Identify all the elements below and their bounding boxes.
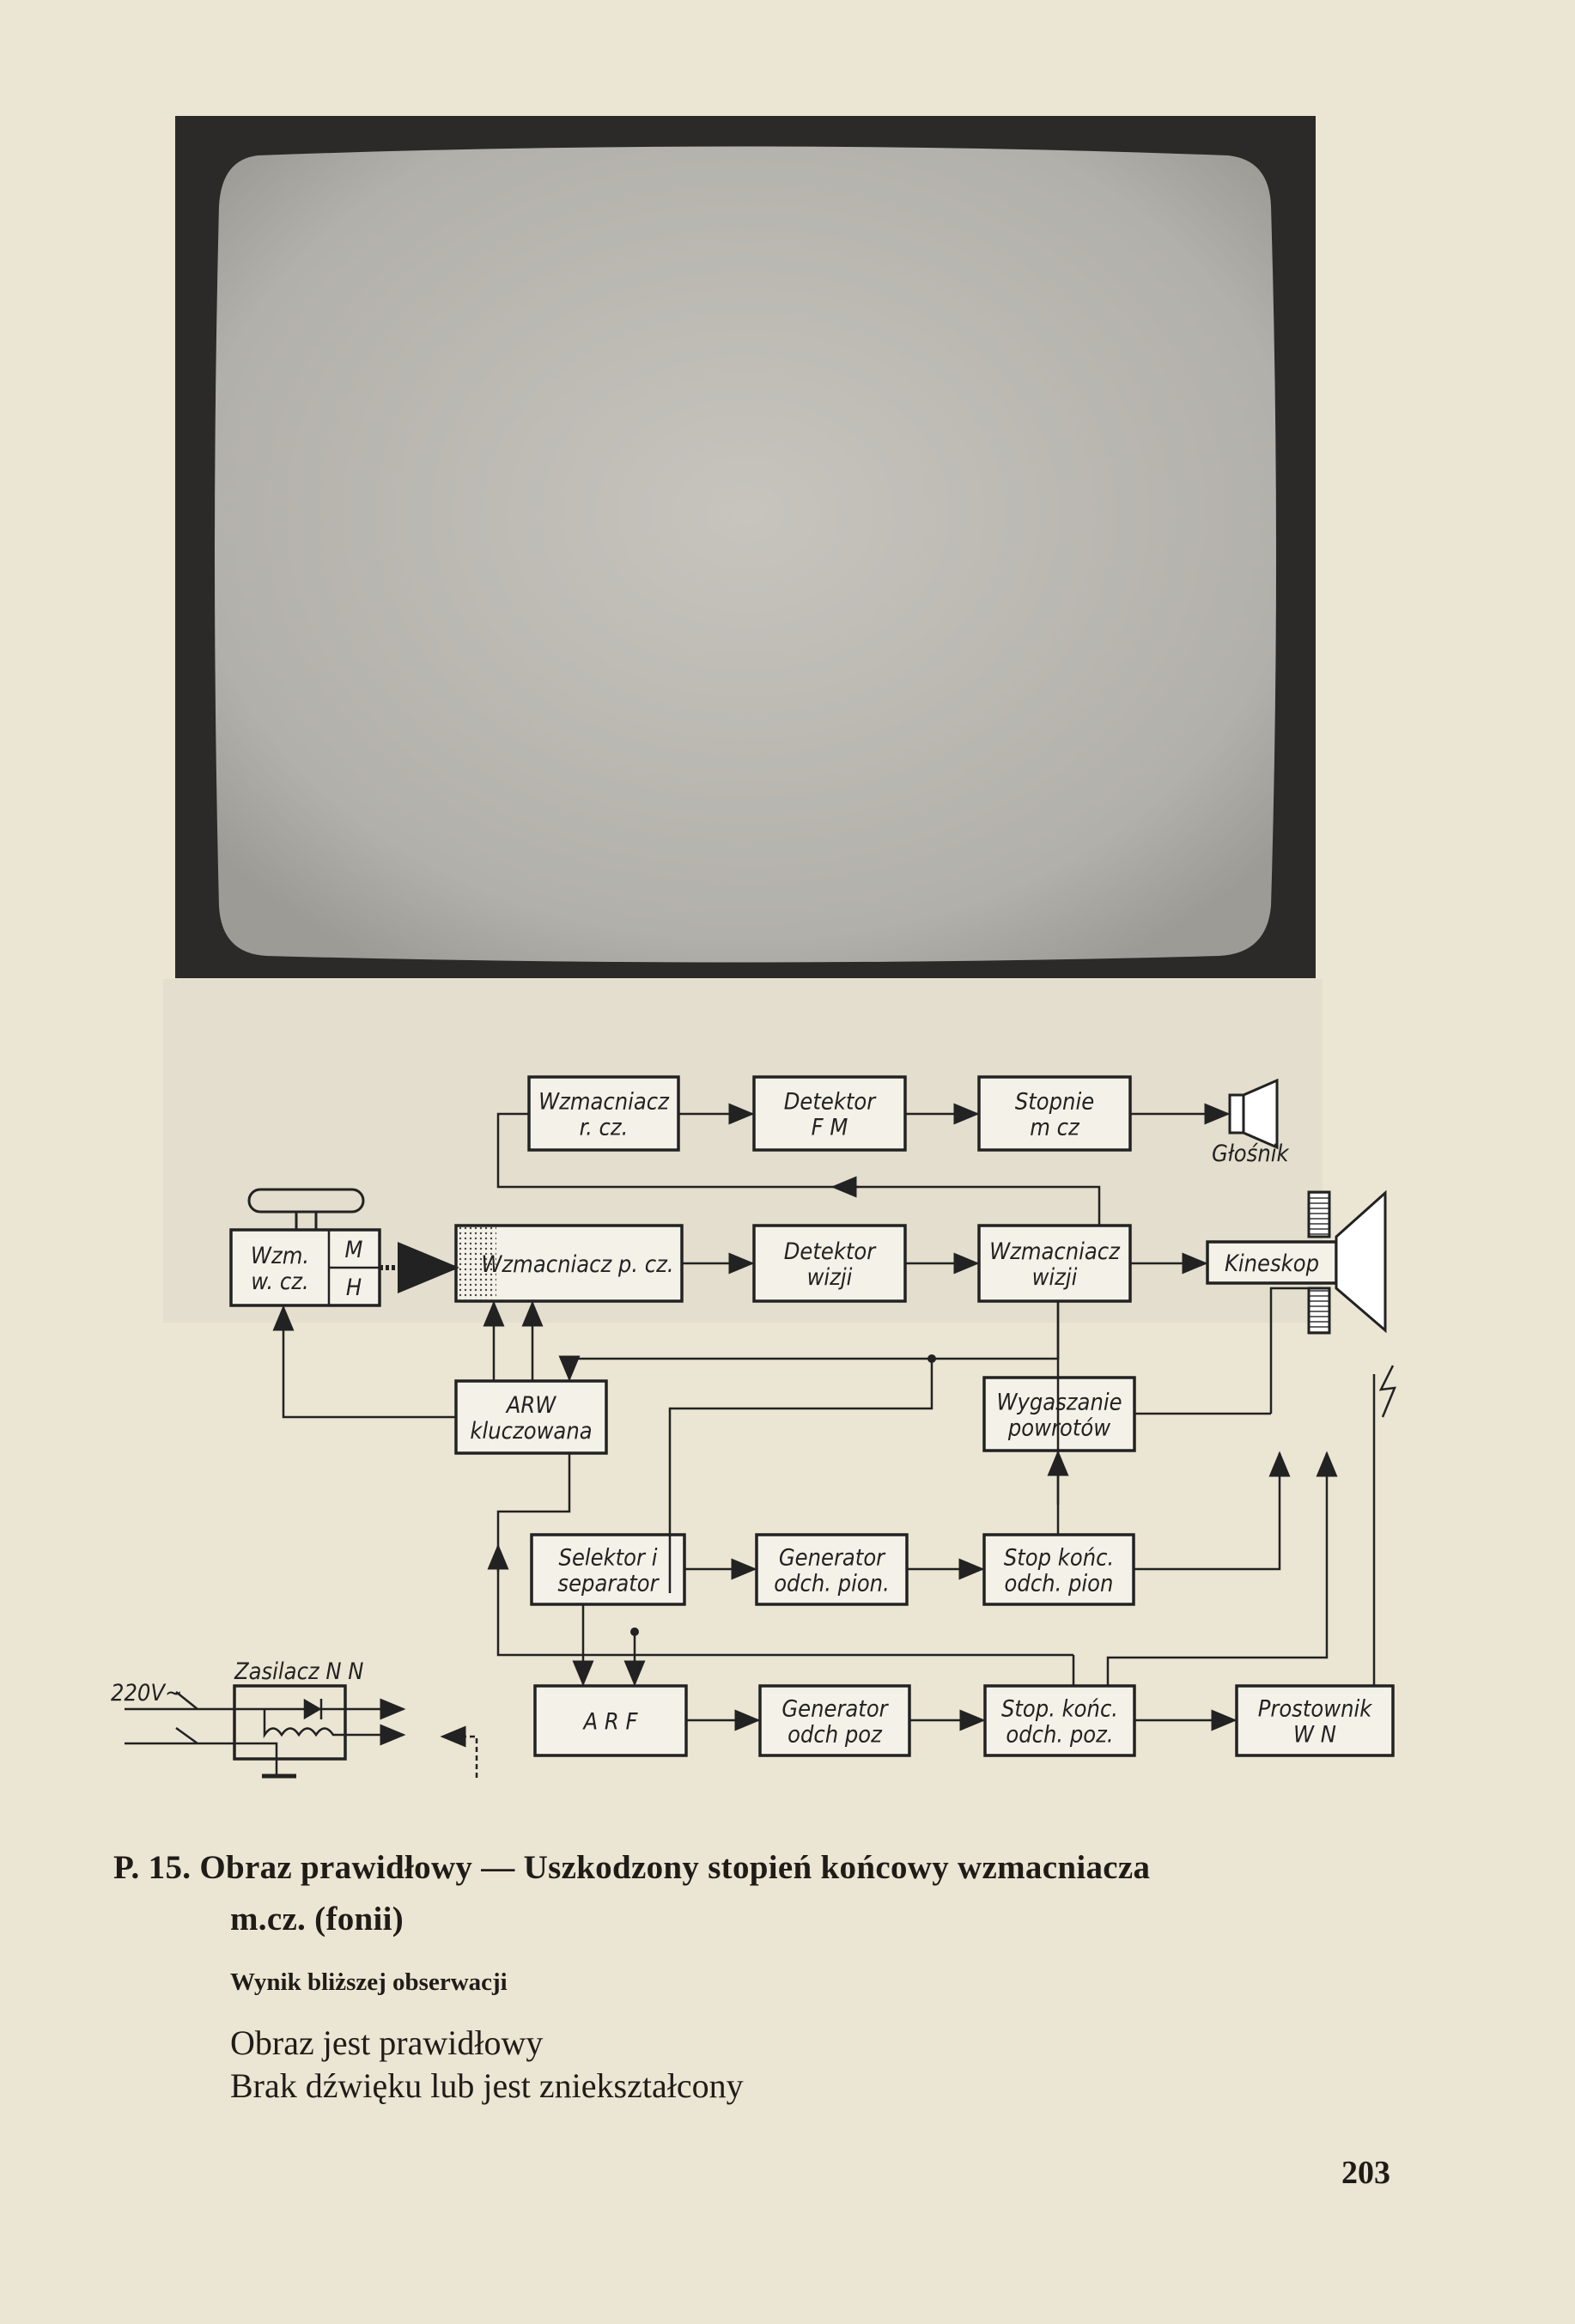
figure-caption-title: P. 15. Obraz prawidłowy — Uszkodzony sto… [113, 1849, 1151, 1886]
power-supply-label: Zasilacz N N [234, 1658, 363, 1685]
junction-dots [630, 1354, 936, 1636]
block-label: Selektor i [559, 1545, 658, 1572]
block-frame [982, 1376, 1136, 1452]
block-frame [454, 1379, 608, 1455]
tuner-band-label: H [346, 1275, 362, 1301]
block-stop-pion: Stop końc.odch. pion [982, 1533, 1135, 1606]
tv-screen-photo [175, 116, 1316, 978]
block-label: Prostownik [1258, 1696, 1373, 1723]
observation-line: Brak dźwięku lub jest zniekształcony [230, 2066, 744, 2105]
block-label: Stopnie [1015, 1089, 1094, 1116]
dotted-shading [458, 1227, 496, 1299]
block-label: w. cz. [251, 1268, 308, 1295]
block-label: Kineskop [1225, 1250, 1319, 1277]
block-label: kluczowana [470, 1418, 592, 1445]
block-label: Wygaszanie [996, 1390, 1122, 1416]
observation-line: Obraz jest prawidłowy [230, 2023, 544, 2062]
tuner-band-label: M [345, 1237, 363, 1263]
block-label: Wzmacniacz [989, 1238, 1121, 1265]
block-arf: A R F [533, 1684, 688, 1757]
kinescope-tube-icon [1307, 1189, 1396, 1418]
block-frame [530, 1533, 686, 1606]
block-label: odch. pion [1005, 1571, 1114, 1597]
block-label: odch poz [788, 1722, 883, 1749]
speaker-label: Głośnik [1212, 1141, 1289, 1167]
antenna-icon [247, 1188, 365, 1230]
block-label: wizji [807, 1264, 853, 1291]
block-label: r. cz. [580, 1115, 629, 1141]
mains-voltage-label: 220V~ [111, 1680, 182, 1706]
block-kineskop: Kineskop [1206, 1240, 1338, 1285]
block-frame [977, 1075, 1132, 1152]
block-label: ARW [505, 1392, 556, 1419]
block-label: Wzmacniacz [538, 1089, 670, 1116]
block-label: wizji [1032, 1264, 1078, 1291]
page-number: 203 [1341, 2155, 1390, 2191]
block-label: Detektor [784, 1089, 878, 1116]
block-label: Stop końc. [1004, 1545, 1114, 1572]
observation-subheading: Wynik bliższej obserwacji [230, 1968, 508, 1996]
block-label: Generator [779, 1545, 886, 1572]
block-wzm-wcz: MH Wzm.w. cz. [229, 1228, 381, 1307]
block-label: Stop. końc. [1001, 1696, 1118, 1723]
block-wzm-pcz: Wzmacniacz p. cz. [454, 1224, 684, 1303]
block-label: Wzm. [251, 1243, 309, 1269]
power-supply-schematic [125, 1684, 478, 1779]
block-label: Generator [781, 1696, 889, 1723]
block-label: m cz [1030, 1115, 1080, 1141]
speaker-icon [1228, 1078, 1279, 1150]
block-frame [758, 1684, 911, 1757]
block-label: Wzmacniacz p. cz. [481, 1251, 673, 1278]
block-label: odch. poz. [1006, 1722, 1113, 1749]
block-label: F M [812, 1115, 848, 1141]
tuner-divider [327, 1230, 380, 1305]
block-label: W N [1293, 1722, 1336, 1749]
block-label: odch. pion. [774, 1571, 890, 1597]
signal-lines [272, 1103, 1376, 1731]
block-label: Detektor [784, 1238, 878, 1265]
block-frame [977, 1224, 1132, 1303]
block-label: separator [557, 1571, 660, 1597]
figure-caption-title-cont: m.cz. (fonii) [230, 1901, 404, 1938]
block-stop-poz: Stop. końc.odch. poz. [983, 1684, 1136, 1757]
block-label: A R F [582, 1709, 639, 1736]
